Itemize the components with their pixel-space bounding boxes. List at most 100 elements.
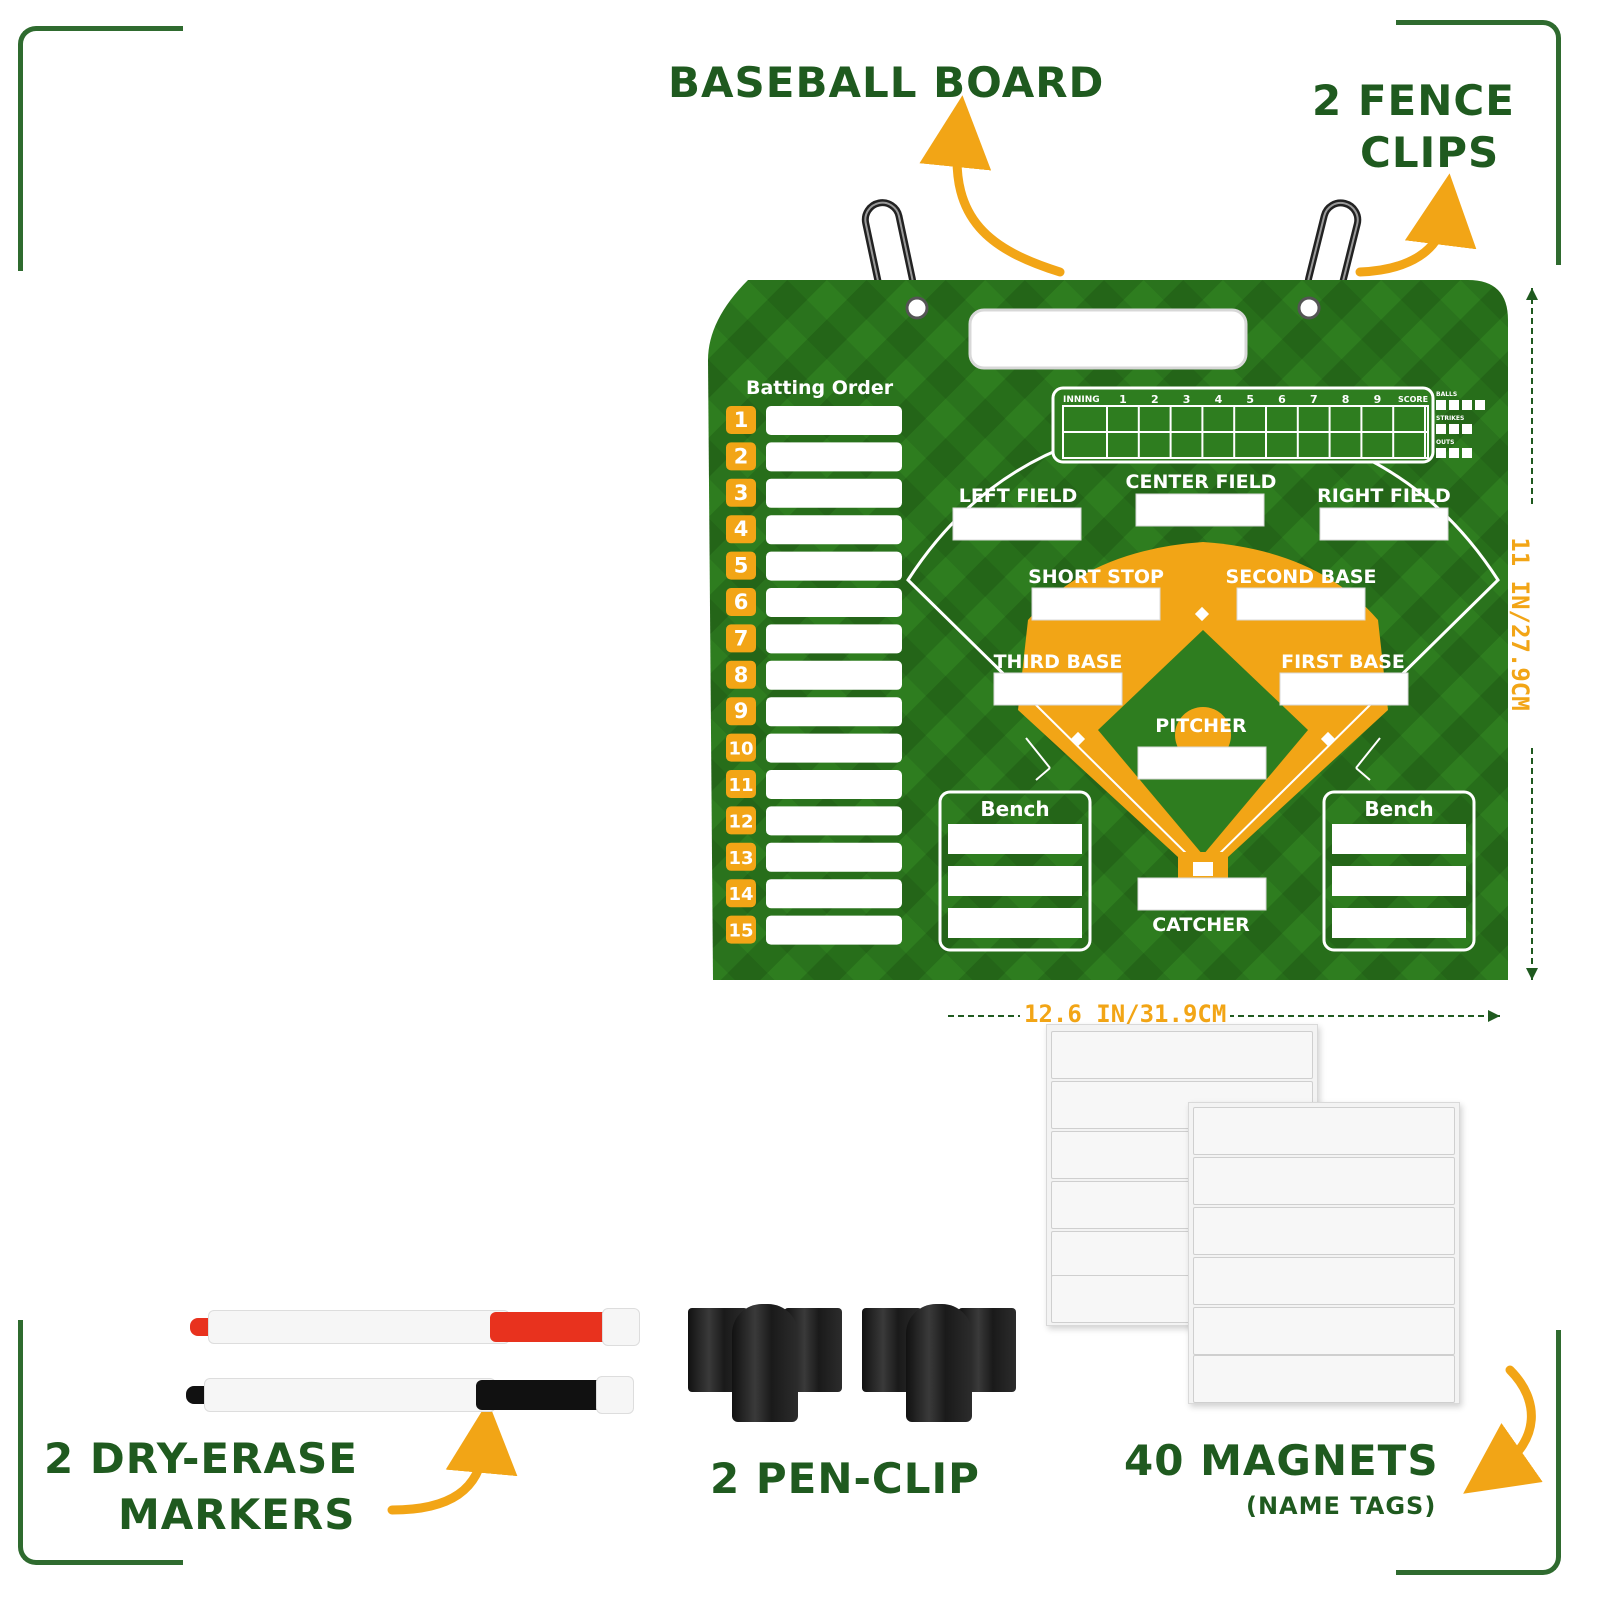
- batting-number-badge: [726, 442, 756, 471]
- third-base-label: THIRD BASE: [994, 651, 1123, 673]
- width-dimension-label: 12.6 IN/31.9CM: [1020, 1000, 1231, 1028]
- batting-slot: [766, 660, 902, 690]
- batting-number: 14: [728, 884, 753, 905]
- pen-clip-left: [688, 1304, 842, 1424]
- batting-slot: [766, 478, 902, 508]
- curved-arrow-icon: [1463, 1365, 1543, 1494]
- height-dimension-label: 11 IN/27.9CM: [1506, 504, 1534, 744]
- baseball-board-caption: BASEBALL BOARD: [668, 58, 1105, 107]
- corner-bracket-top-right: [1396, 20, 1561, 265]
- batting-number-badge: [726, 406, 756, 434]
- inning-label: INNING: [1063, 395, 1100, 405]
- third-base-slot: [993, 672, 1123, 706]
- markers-caption-line1: 2 DRY-ERASE: [44, 1434, 358, 1483]
- batting-number-badge: [726, 478, 756, 507]
- batting-number: 13: [728, 848, 753, 869]
- batting-number: 9: [734, 699, 749, 723]
- bench-right-label: Bench: [1364, 797, 1433, 821]
- pitcher-label: PITCHER: [1155, 715, 1247, 737]
- red-marker: [190, 1306, 640, 1346]
- right-field-label: RIGHT FIELD: [1317, 485, 1451, 507]
- batting-number: 12: [728, 811, 753, 832]
- batting-slot: [766, 879, 902, 909]
- batting-slot: [766, 915, 902, 945]
- batting-number-badge: [726, 733, 756, 762]
- pen-clip-caption: 2 PEN-CLIP: [710, 1454, 980, 1503]
- batting-slot: [766, 515, 902, 545]
- batting-number: 11: [728, 775, 753, 796]
- batting-number-badge: [726, 842, 756, 871]
- curved-arrow-icon: [1355, 173, 1477, 277]
- batting-number-badge: [726, 770, 756, 798]
- corner-bracket-bottom-left: [18, 1320, 183, 1565]
- balls-label: BALLS: [1436, 391, 1457, 398]
- fence-clips-caption-line2: CLIPS: [1360, 128, 1500, 177]
- batting-number: 2: [734, 444, 749, 468]
- bench-left-label: Bench: [980, 797, 1049, 821]
- batting-number-badge: [726, 660, 756, 689]
- batting-slot: [766, 588, 902, 617]
- short-stop-slot: [1031, 587, 1161, 621]
- first-base-slot: [1279, 672, 1409, 706]
- batting-number-badge: [726, 879, 756, 908]
- batting-slot: [766, 551, 902, 581]
- score-label: SCORE: [1398, 395, 1428, 404]
- batting-number: 8: [734, 663, 749, 687]
- batting-number: 10: [728, 739, 753, 760]
- center-field-slot: [1135, 493, 1265, 527]
- second-base-slot: [1236, 587, 1366, 621]
- batting-number-badge: [726, 624, 756, 653]
- batting-slot: [766, 624, 902, 654]
- corner-bracket-top-left: [18, 26, 183, 271]
- first-base-label: FIRST BASE: [1281, 651, 1405, 673]
- right-field-slot: [1319, 507, 1449, 541]
- second-base-label: SECOND BASE: [1226, 566, 1377, 588]
- catcher-label: CATCHER: [1152, 914, 1250, 936]
- batting-order-title: Batting Order: [746, 377, 894, 399]
- batting-slot: [766, 842, 902, 872]
- batting-number: 15: [728, 921, 753, 942]
- left-field-slot: [952, 507, 1082, 541]
- inning-number: 7: [1310, 393, 1318, 406]
- inning-number: 4: [1215, 393, 1223, 406]
- batting-number: 4: [734, 517, 749, 541]
- batting-number-badge: [726, 697, 756, 726]
- batting-slot: [766, 770, 902, 799]
- markers-caption-line2: MARKERS: [118, 1490, 356, 1539]
- inning-number: 1: [1119, 393, 1127, 406]
- inning-number: 2: [1151, 393, 1159, 406]
- batting-number: 7: [734, 626, 749, 650]
- batting-number-badge: [726, 515, 756, 544]
- batting-number: 6: [734, 590, 749, 614]
- batting-number: 5: [734, 554, 749, 578]
- inning-number: 9: [1374, 393, 1382, 406]
- curved-arrow-icon: [919, 95, 1065, 277]
- batting-slot: [766, 806, 902, 836]
- inning-number: 8: [1342, 393, 1350, 406]
- pen-clip-right: [862, 1304, 1016, 1424]
- inning-number: 6: [1278, 393, 1286, 406]
- magnets-caption: 40 MAGNETS: [1124, 1436, 1439, 1485]
- strikes-label: STRIKES: [1436, 415, 1464, 422]
- fence-clips-caption-line1: 2 FENCE: [1312, 76, 1515, 125]
- inning-number: 3: [1183, 393, 1191, 406]
- outs-label: OUTS: [1436, 439, 1454, 446]
- black-marker: [186, 1374, 636, 1414]
- batting-number: 1: [734, 408, 749, 432]
- left-field-label: LEFT FIELD: [959, 485, 1078, 507]
- batting-number-badge: [726, 551, 756, 580]
- batting-number-badge: [726, 806, 756, 835]
- batting-slot: [766, 697, 902, 727]
- magnets-subcaption: (NAME TAGS): [1246, 1492, 1437, 1520]
- batting-slot: [766, 406, 902, 435]
- batting-number-badge: [726, 588, 756, 616]
- center-field-label: CENTER FIELD: [1126, 471, 1277, 493]
- catcher-slot: [1137, 877, 1267, 911]
- corner-bracket-bottom-right: [1396, 1330, 1561, 1575]
- short-stop-label: SHORT STOP: [1028, 566, 1164, 588]
- magnet-sheet-front: [1188, 1102, 1460, 1404]
- batting-slot: [766, 733, 902, 763]
- batting-slot: [766, 442, 902, 472]
- inning-number: 5: [1246, 393, 1254, 406]
